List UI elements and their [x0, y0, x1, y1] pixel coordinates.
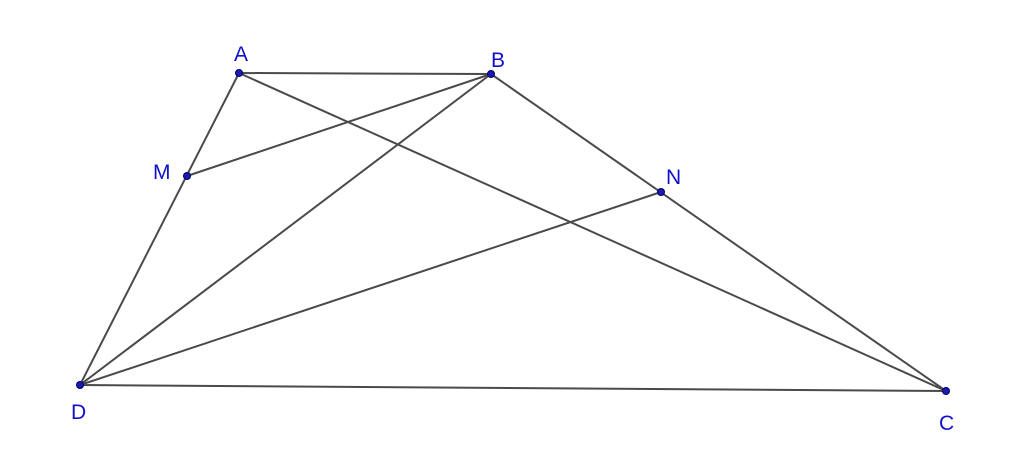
point-b	[487, 70, 495, 78]
segment-ab	[238, 72, 492, 75]
segment-dc	[79, 384, 947, 392]
segments-layer	[79, 72, 947, 392]
segment-bc	[490, 73, 947, 392]
segment-bd	[79, 73, 492, 386]
label-m: M	[153, 161, 171, 184]
segment-ac	[238, 72, 947, 392]
label-n: N	[666, 166, 681, 189]
segment-dn	[79, 191, 662, 386]
label-c: C	[939, 412, 954, 435]
label-d: D	[71, 401, 86, 424]
point-a	[235, 69, 243, 77]
label-b: B	[491, 49, 505, 72]
labels-layer: A B C D M N	[71, 43, 954, 435]
point-n	[657, 188, 665, 196]
point-m	[183, 172, 191, 180]
point-c	[942, 387, 950, 395]
label-a: A	[234, 43, 248, 66]
segment-ad	[79, 72, 240, 386]
points-layer	[76, 69, 950, 395]
point-d	[76, 381, 84, 389]
segment-mb	[186, 73, 492, 177]
